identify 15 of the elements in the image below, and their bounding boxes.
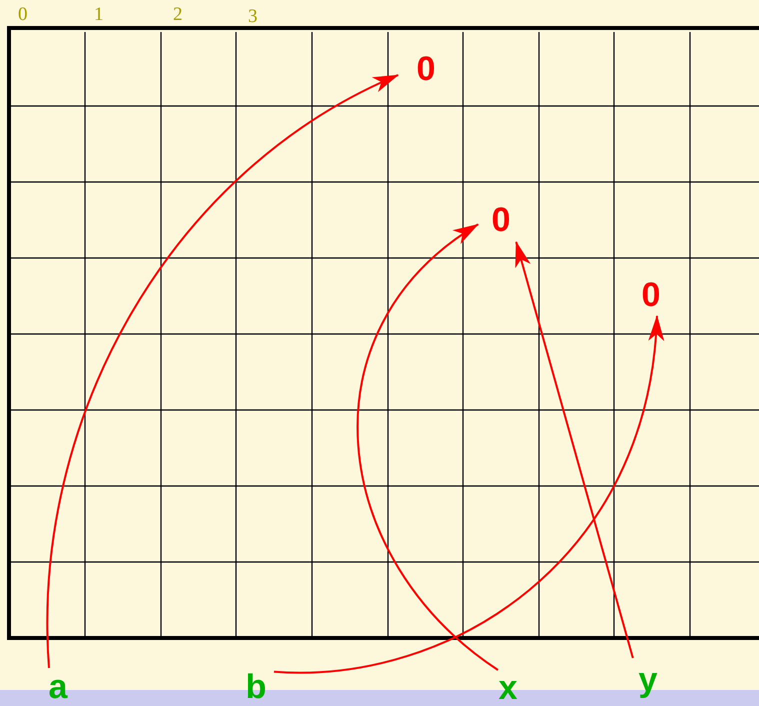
point-label: b — [238, 668, 274, 706]
point-label: a — [40, 668, 76, 706]
arrow — [515, 241, 634, 658]
point-label: 0 — [478, 198, 524, 242]
point-label: y — [630, 658, 666, 702]
column-number: 3 — [248, 7, 258, 26]
point-label: 0 — [636, 274, 666, 316]
arrow — [357, 224, 499, 671]
arrow — [46, 74, 399, 668]
column-number: 2 — [173, 5, 182, 24]
column-number: 0 — [18, 5, 28, 24]
point-label: x — [490, 670, 526, 706]
column-number: 1 — [94, 5, 104, 24]
arrow — [274, 315, 663, 674]
point-label: 0 — [398, 50, 454, 88]
